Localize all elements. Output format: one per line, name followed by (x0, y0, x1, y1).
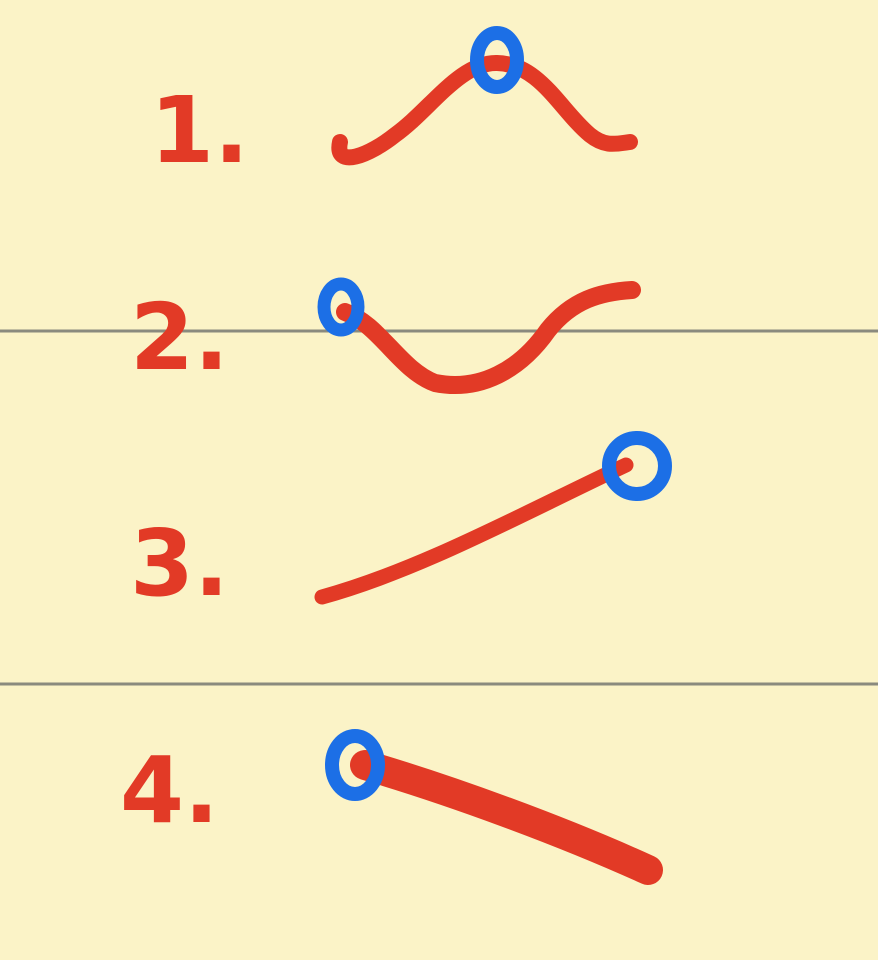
item-label: 4. (120, 737, 219, 844)
sketch-item-4: 4. (120, 729, 663, 885)
highlight-marker (325, 729, 385, 801)
valley-curve (336, 281, 641, 394)
sketch-item-1: 1. (150, 26, 638, 184)
item-label: 2. (130, 284, 229, 391)
hill-curve (331, 54, 638, 166)
sketch-item-2: 2. (130, 277, 641, 394)
highlight-marker (317, 277, 365, 337)
item-label: 3. (130, 510, 229, 617)
falling-line (350, 750, 663, 885)
sketch-item-3: 3. (130, 431, 672, 617)
highlight-marker (470, 26, 524, 94)
item-label: 1. (150, 77, 249, 184)
highlight-marker (602, 431, 672, 501)
rising-line (314, 457, 634, 605)
